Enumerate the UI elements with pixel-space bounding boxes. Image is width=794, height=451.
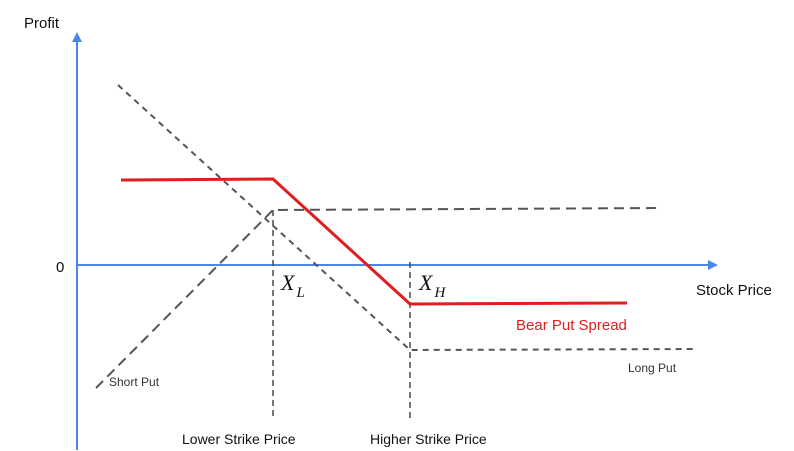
- y-axis-label: Profit: [24, 15, 60, 32]
- long-put-label: Long Put: [628, 361, 677, 375]
- short-put-label: Short Put: [109, 375, 160, 389]
- x-axis-label: Stock Price: [696, 282, 772, 299]
- bear-put-spread-line: [120, 177, 628, 306]
- origin-label: 0: [56, 259, 64, 276]
- bear-put-spread-label: Bear Put Spread: [516, 317, 627, 334]
- long-put-line: [117, 84, 695, 352]
- short-put-line: [95, 207, 663, 389]
- higher-strike-caption: Higher Strike Price: [370, 431, 487, 447]
- lower-strike-caption: Lower Strike Price: [182, 431, 296, 447]
